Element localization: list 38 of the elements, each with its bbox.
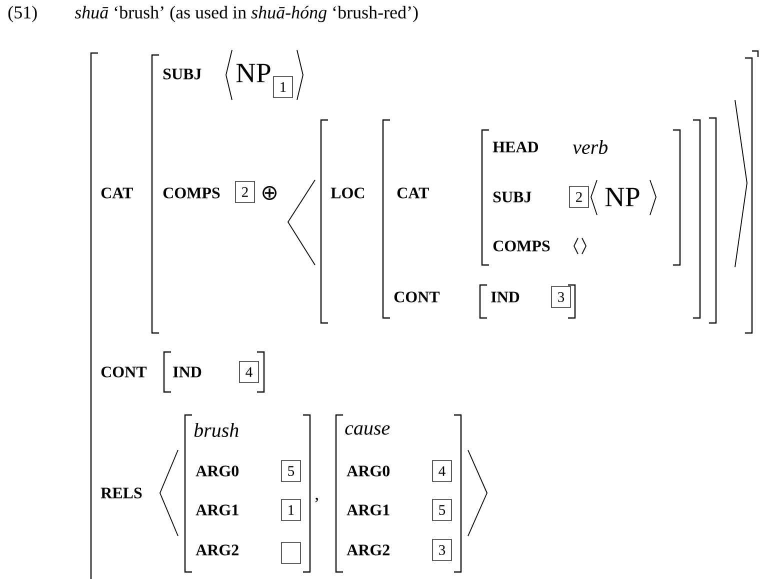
feature-name: SUBJ bbox=[163, 68, 202, 80]
tag-box: 3 bbox=[551, 286, 571, 308]
feature-name: IND bbox=[491, 292, 520, 302]
feature-name: ARG1 bbox=[346, 504, 390, 516]
category-label: NP bbox=[236, 64, 270, 82]
feature-name: ARG2 bbox=[346, 544, 390, 556]
feature-name: CONT bbox=[394, 292, 440, 302]
feature-name: CAT bbox=[397, 188, 429, 198]
feature-name: RELS bbox=[100, 488, 142, 498]
feature-name: CONT bbox=[101, 366, 147, 378]
feature-name: SUBJ bbox=[493, 192, 532, 202]
tag-box: 1 bbox=[273, 76, 293, 98]
tag-box: 4 bbox=[239, 361, 259, 383]
example-number: (51) bbox=[8, 6, 37, 22]
title: shuā ‘brush’ (as used in shuā-hóng ‘brush-red’) bbox=[74, 6, 418, 22]
type-label: brush bbox=[194, 422, 238, 438]
type-label: verb bbox=[572, 140, 608, 154]
feature-name: CAT bbox=[101, 188, 133, 198]
tag-box: 5 bbox=[281, 460, 301, 482]
feature-name: ARG0 bbox=[196, 466, 239, 476]
tag-box: 2 bbox=[235, 181, 255, 203]
feature-name: LOC bbox=[330, 188, 364, 198]
feature-name: HEAD bbox=[492, 142, 538, 152]
feature-name: ARG1 bbox=[196, 504, 238, 516]
feature-name: ARG0 bbox=[346, 466, 390, 476]
category-label: NP bbox=[605, 188, 640, 206]
tag-box bbox=[281, 542, 301, 564]
type-label: cause bbox=[345, 425, 390, 435]
feature-name: IND bbox=[173, 366, 202, 378]
feature-name: ARG2 bbox=[196, 544, 238, 556]
tag-box: 5 bbox=[432, 499, 452, 521]
feature-name: COMPS bbox=[493, 240, 550, 252]
comma: , bbox=[315, 498, 318, 502]
tag-box: 4 bbox=[432, 460, 452, 482]
tag-box: 3 bbox=[432, 539, 452, 561]
tag-box: 1 bbox=[281, 499, 301, 521]
feature-name: COMPS bbox=[163, 188, 220, 198]
tag-box: 2 bbox=[569, 186, 589, 208]
